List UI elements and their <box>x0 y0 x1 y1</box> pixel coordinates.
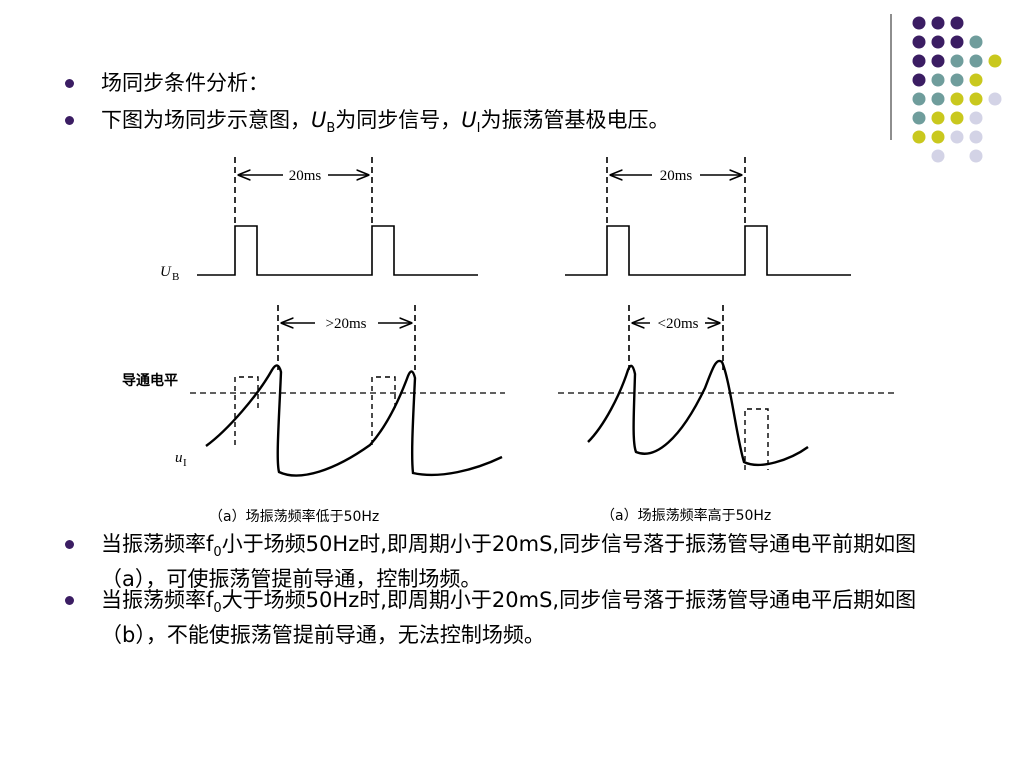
bullet-4: 当振荡频率f0大于场频50Hz时,即周期小于20mS,同步信号落于振荡管导通电平… <box>65 587 951 648</box>
dot-row-1 <box>912 16 964 30</box>
ui-subscript: I <box>476 121 481 136</box>
left-period-label: 20ms <box>289 168 322 184</box>
bullet-4-text-a: 当振荡频率f <box>101 588 214 612</box>
bullet-2: 下图为场同步示意图，UB为同步信号，UI为振荡管基极电压。 <box>65 107 670 142</box>
bullet-2-text-a: 下图为场同步示意图， <box>101 108 311 132</box>
bullet-3: 当振荡频率f0小于场频50Hz时,即周期小于20mS,同步信号落于振荡管导通电平… <box>65 531 951 592</box>
right-caption: （a）场振荡频率高于50Hz <box>601 507 771 524</box>
bullet-dot <box>65 79 74 88</box>
dot-row-3 <box>912 54 1002 68</box>
f0-subscript: 0 <box>213 601 222 616</box>
left-sync-pulse-1 <box>234 376 259 445</box>
right-period-label: 20ms <box>660 168 693 184</box>
bullet-4-text-b: 大于场频50Hz时,即周期小于20mS,同步信号落于振荡管导通电平后期如图（b）… <box>101 588 917 647</box>
dot-row-7 <box>912 130 983 144</box>
left-ui-waveform <box>205 364 503 477</box>
ui-axis-label-sub: I <box>183 457 187 469</box>
ui-axis-label: u <box>175 450 183 466</box>
right-ub-waveform <box>565 225 851 276</box>
bullet-3-text-b: 小于场频50Hz时,即周期小于20mS,同步信号落于振荡管导通电平前期如图（a）… <box>101 532 917 591</box>
ub-symbol: U <box>311 108 327 132</box>
right-ui-waveform <box>587 359 809 467</box>
ub-subscript: B <box>326 121 336 136</box>
bullet-dot <box>65 596 74 605</box>
dot-row-5 <box>912 92 1002 106</box>
bullet-1-text: 场同步条件分析： <box>101 71 269 95</box>
dot-row-6 <box>912 111 983 125</box>
left-ub-waveform <box>197 225 478 276</box>
bullet-3-text-a: 当振荡频率f <box>101 532 214 556</box>
ub-axis-label: U <box>160 264 172 280</box>
bullet-1: 场同步条件分析： <box>65 70 269 96</box>
dot-row-2 <box>912 35 983 49</box>
ui-symbol: U <box>461 108 477 132</box>
bullet-dot <box>65 116 74 125</box>
f0-subscript: 0 <box>213 545 222 560</box>
dot-row-8 <box>931 149 983 163</box>
dot-row-4 <box>912 73 983 87</box>
ub-axis-label-sub: B <box>172 271 179 283</box>
decorative-vertical-line <box>890 14 892 140</box>
bullet-2-text-c: 为振荡管基极电压。 <box>480 108 670 132</box>
decorative-dot-grid <box>912 16 1002 163</box>
right-bottom-period-label: <20ms <box>658 316 699 332</box>
right-sync-pulse <box>744 408 769 470</box>
left-bottom-period-label: >20ms <box>326 316 367 332</box>
conduction-level-label: 导通电平 <box>122 372 178 389</box>
bullet-dot <box>65 540 74 549</box>
bullet-2-text-b: 为同步信号， <box>335 108 462 132</box>
left-caption: （a）场振荡频率低于50Hz <box>209 508 379 525</box>
